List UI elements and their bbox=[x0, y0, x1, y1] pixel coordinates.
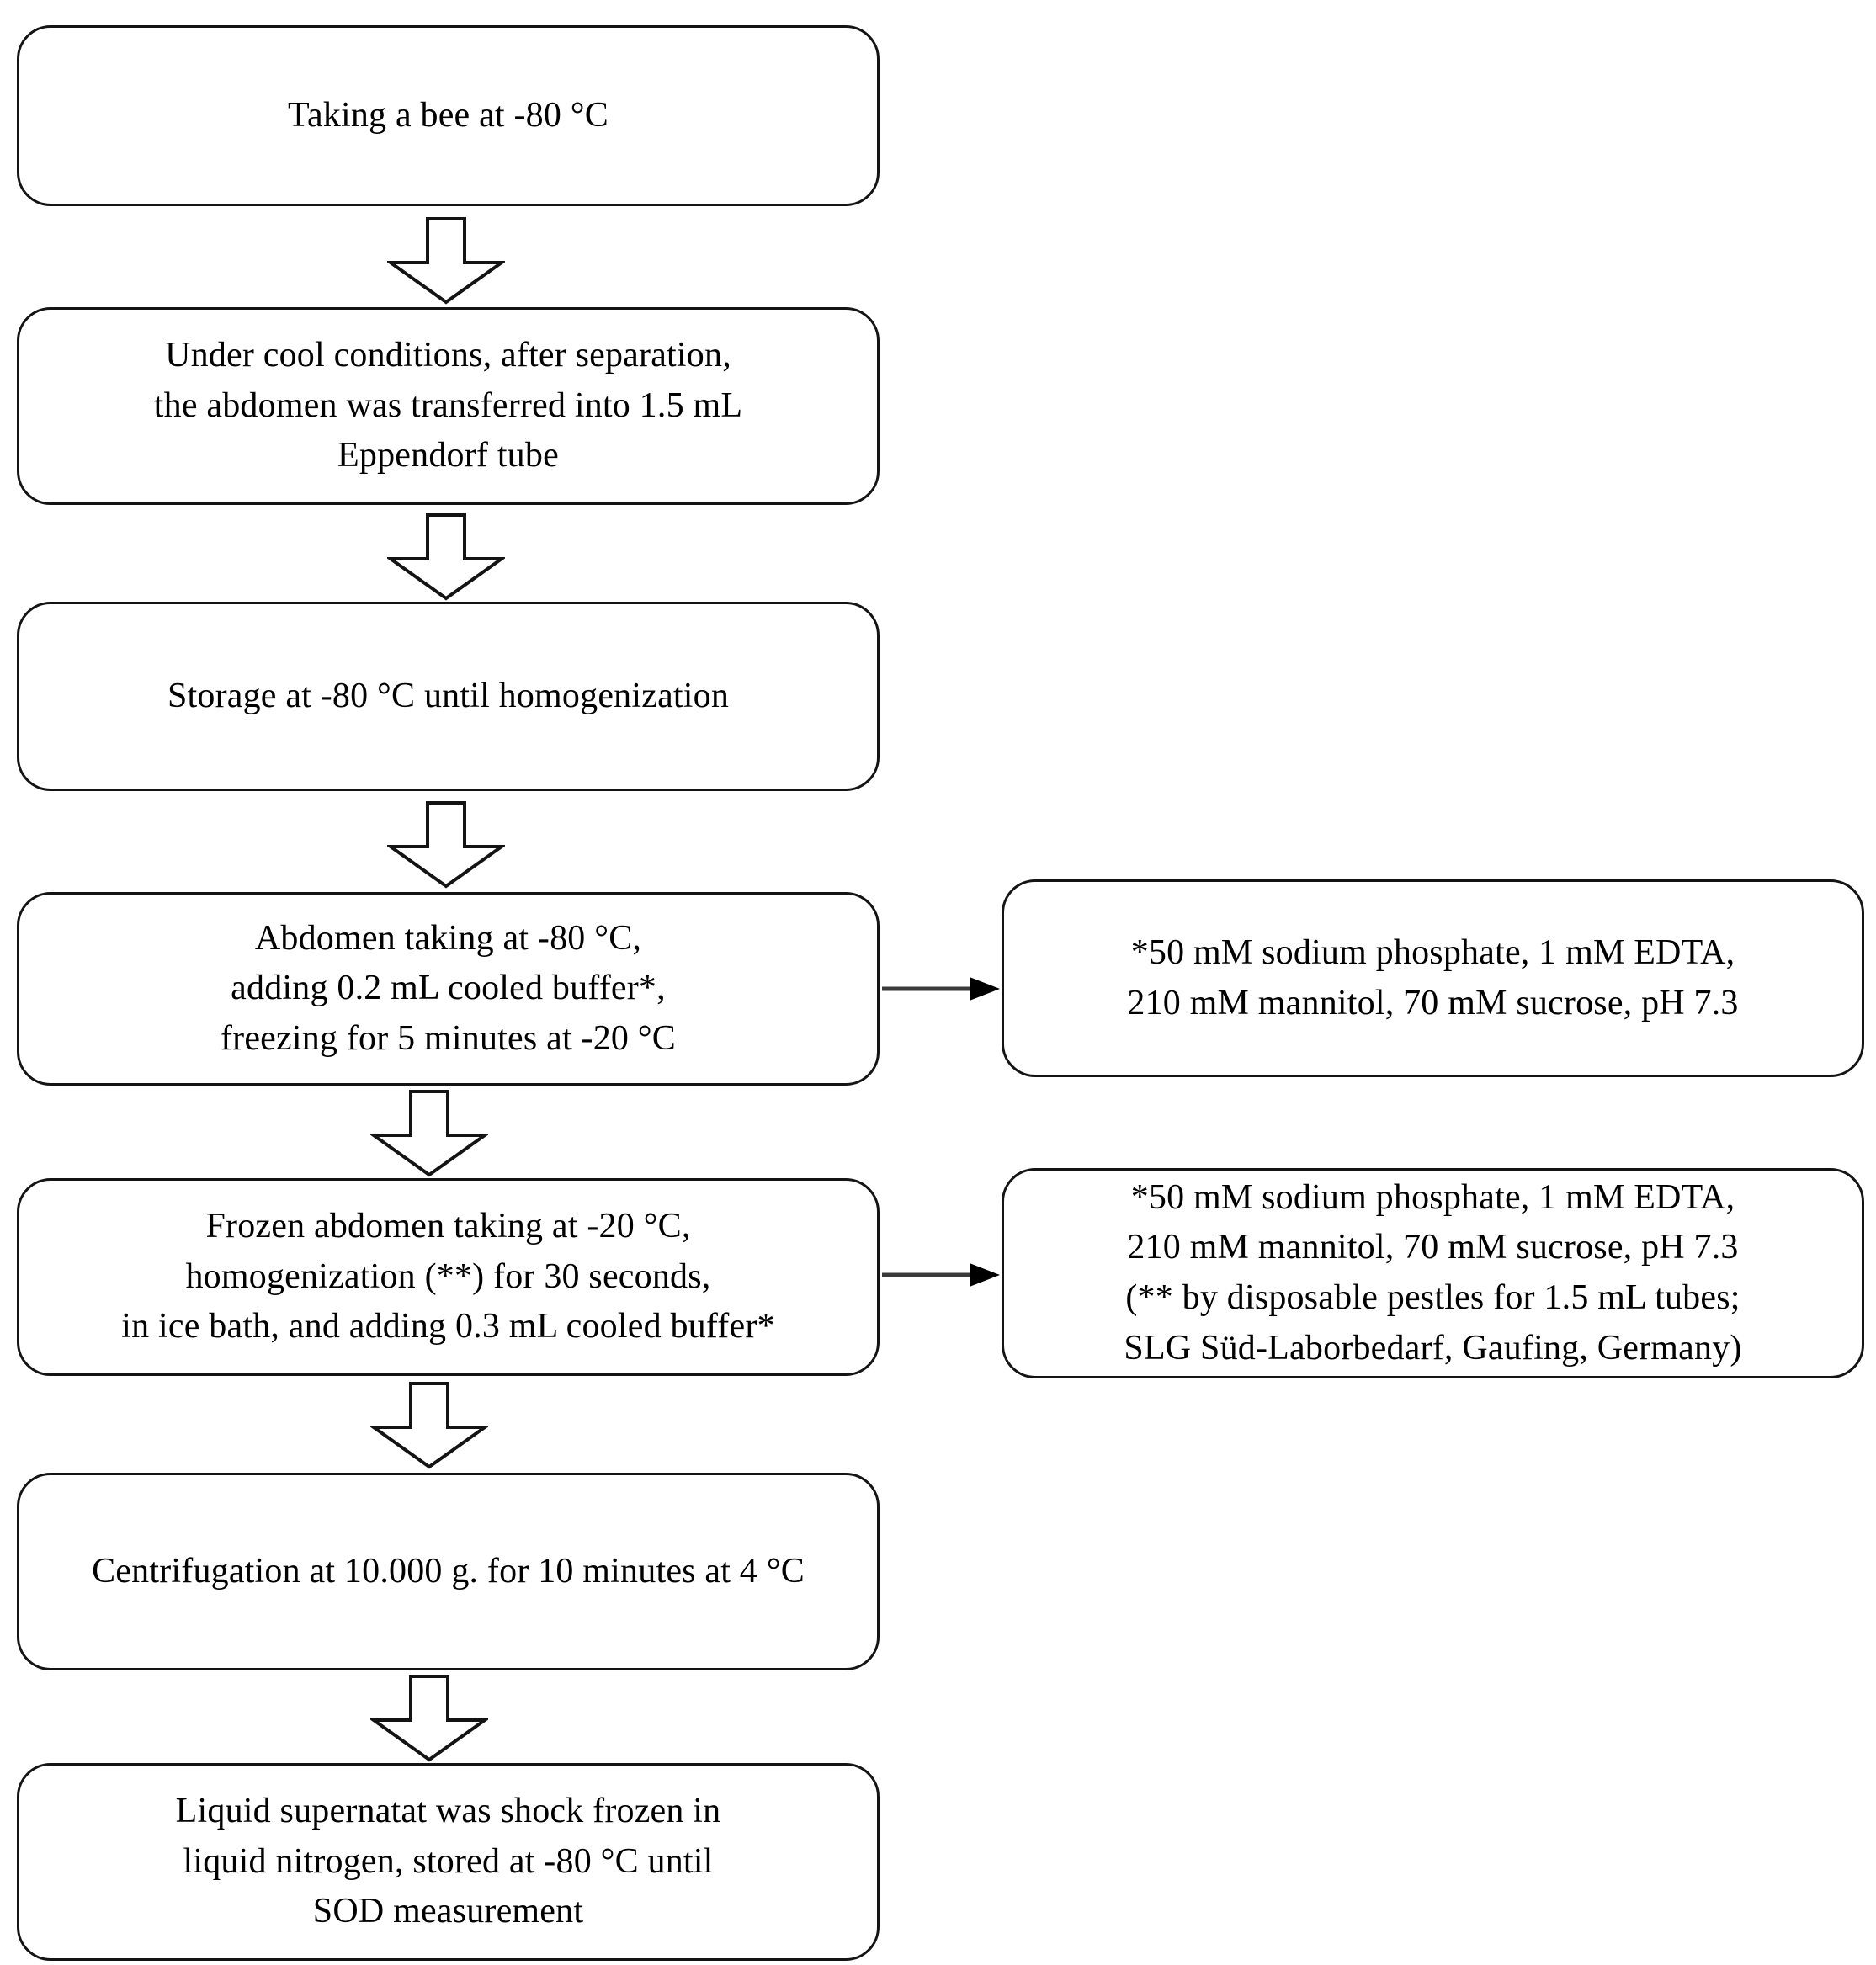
down-block-arrow bbox=[370, 1675, 488, 1762]
flow-note-label: *50 mM sodium phosphate, 1 mM EDTA, 210 … bbox=[1127, 932, 1739, 1022]
right-arrow bbox=[882, 972, 1002, 1006]
flow-step-label: Under cool conditions, after separation,… bbox=[153, 336, 743, 475]
flow-step-centrifugation: Centrifugation at 10.000 g. for 10 minut… bbox=[17, 1473, 880, 1670]
right-arrow bbox=[882, 1258, 1002, 1292]
flow-step-label: Frozen abdomen taking at -20 °C, homogen… bbox=[121, 1207, 775, 1346]
down-block-arrow bbox=[387, 217, 505, 305]
flow-note-buffer-and-pestle: *50 mM sodium phosphate, 1 mM EDTA, 210 … bbox=[1002, 1168, 1864, 1378]
down-block-arrow bbox=[370, 1382, 488, 1469]
flow-step-abdomen-taking-and-buffer: Abdomen taking at -80 °C, adding 0.2 mL … bbox=[17, 892, 880, 1086]
flow-step-label: Abdomen taking at -80 °C, adding 0.2 mL … bbox=[220, 918, 677, 1058]
flow-step-label: Taking a bee at -80 °C bbox=[288, 95, 609, 135]
flow-step-abdomen-separation: Under cool conditions, after separation,… bbox=[17, 307, 880, 505]
flow-step-taking-a-bee: Taking a bee at -80 °C bbox=[17, 25, 880, 206]
flow-step-label: Liquid supernatat was shock frozen in li… bbox=[175, 1792, 721, 1931]
flow-step-label: Centrifugation at 10.000 g. for 10 minut… bbox=[92, 1551, 805, 1591]
flow-step-frozen-abdomen-homogenization: Frozen abdomen taking at -20 °C, homogen… bbox=[17, 1178, 880, 1376]
flow-step-supernatant-shock-freezing: Liquid supernatat was shock frozen in li… bbox=[17, 1763, 880, 1961]
flow-step-storage-before-homogenization: Storage at -80 °C until homogenization bbox=[17, 602, 880, 791]
down-block-arrow bbox=[387, 513, 505, 601]
down-block-arrow bbox=[370, 1090, 488, 1177]
flow-step-label: Storage at -80 °C until homogenization bbox=[167, 676, 730, 715]
flow-note-buffer-composition: *50 mM sodium phosphate, 1 mM EDTA, 210 … bbox=[1002, 879, 1864, 1077]
flow-note-label: *50 mM sodium phosphate, 1 mM EDTA, 210 … bbox=[1124, 1177, 1742, 1368]
down-block-arrow bbox=[387, 801, 505, 889]
